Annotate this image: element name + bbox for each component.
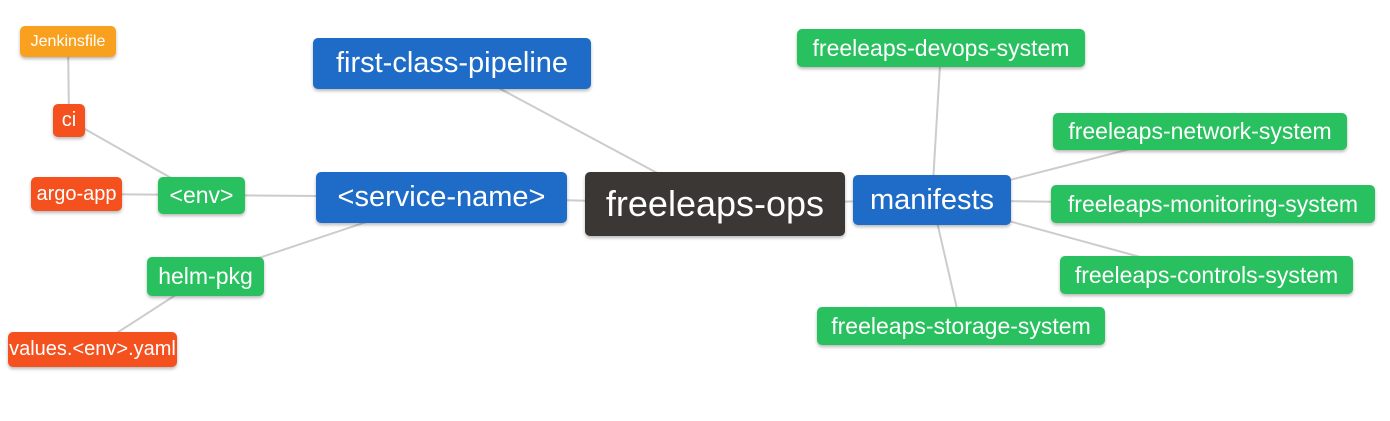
node-freeleaps-ops-root[interactable]: freeleaps-ops bbox=[585, 172, 845, 236]
node-helm-pkg[interactable]: helm-pkg bbox=[147, 257, 264, 296]
node-values-env-yaml[interactable]: values.<env>.yaml bbox=[8, 332, 177, 367]
node-manifests[interactable]: manifests bbox=[853, 175, 1011, 225]
node-argo-app[interactable]: argo-app bbox=[31, 177, 122, 211]
edge-manifests-devops bbox=[931, 47, 942, 201]
node-env[interactable]: <env> bbox=[158, 177, 245, 214]
node-freeleaps-monitoring-system[interactable]: freeleaps-monitoring-system bbox=[1051, 185, 1375, 223]
node-first-class-pipeline[interactable]: first-class-pipeline bbox=[313, 38, 591, 89]
node-service-name[interactable]: <service-name> bbox=[316, 172, 567, 223]
node-ci[interactable]: ci bbox=[53, 104, 85, 137]
node-jenkinsfile[interactable]: Jenkinsfile bbox=[20, 26, 116, 57]
node-freeleaps-storage-system[interactable]: freeleaps-storage-system bbox=[817, 307, 1105, 345]
node-freeleaps-network-system[interactable]: freeleaps-network-system bbox=[1053, 113, 1347, 150]
node-freeleaps-devops-system[interactable]: freeleaps-devops-system bbox=[797, 29, 1085, 67]
node-freeleaps-controls-system[interactable]: freeleaps-controls-system bbox=[1060, 256, 1353, 294]
